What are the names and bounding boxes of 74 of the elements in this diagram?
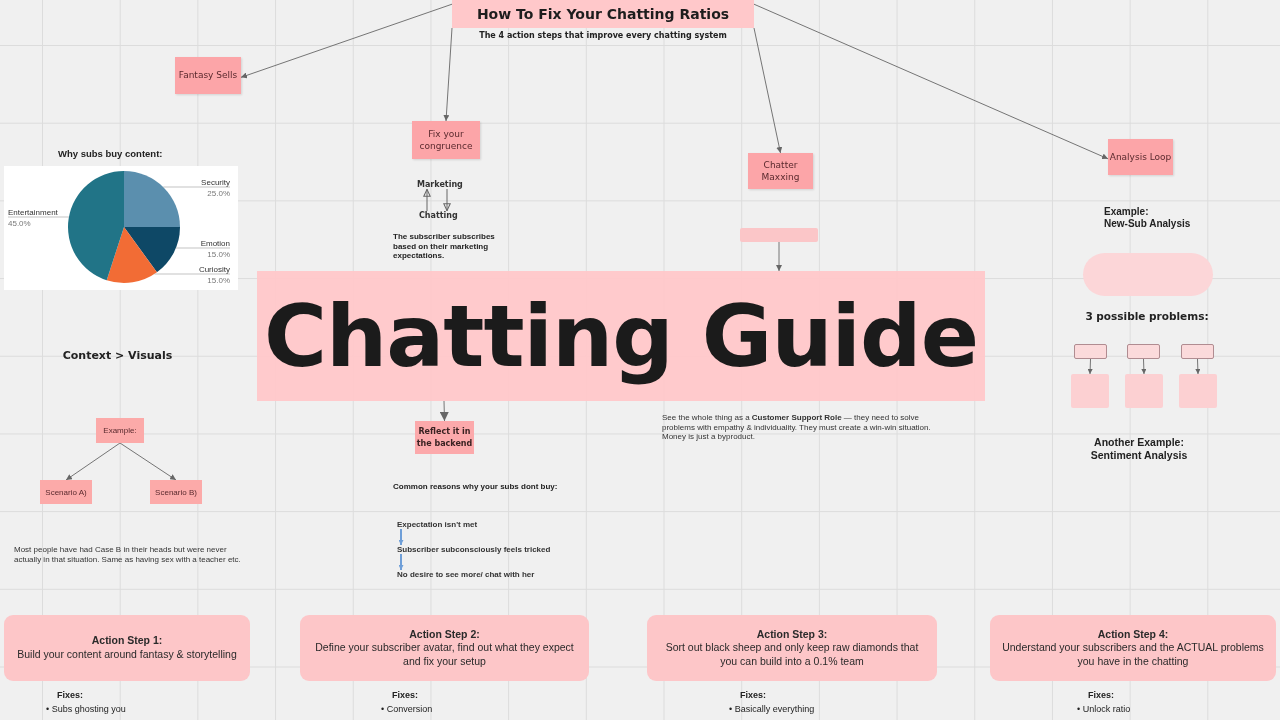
banner-title: Chatting Guide bbox=[264, 288, 978, 384]
arrow bbox=[398, 553, 404, 571]
step-description: Understand your subscribers and the ACTUAL problems you have in the chatting bbox=[1001, 641, 1265, 669]
step-heading: Action Step 2: bbox=[409, 627, 480, 642]
answer-box bbox=[1179, 374, 1217, 408]
problem-box bbox=[1074, 344, 1107, 359]
box-label: Scenario B) bbox=[155, 487, 197, 497]
note-box bbox=[740, 228, 818, 242]
answer-box bbox=[1071, 374, 1109, 408]
fixes-heading: Fixes: bbox=[740, 690, 766, 701]
flow-text: Marketing bbox=[417, 180, 463, 189]
fix-list-item: • Conversion bbox=[381, 704, 433, 715]
note-text: The subscriber subscribes based on their marketing expectations. bbox=[393, 232, 496, 261]
problem-box bbox=[1181, 344, 1214, 359]
value-label: 15.0% bbox=[207, 275, 230, 285]
topic-label: Chatter Maxxing bbox=[760, 158, 801, 184]
example-box bbox=[96, 418, 144, 443]
topic-box bbox=[412, 121, 480, 159]
step-description: Define your subscriber avatar, find out what they expect and fix your setup bbox=[314, 641, 575, 669]
problem-box bbox=[1127, 344, 1160, 359]
arrow bbox=[443, 188, 451, 212]
title-text: How To Fix Your Chatting Ratios bbox=[476, 6, 730, 22]
box-label: Scenario A) bbox=[45, 487, 87, 497]
fixes-heading: Fixes: bbox=[57, 690, 83, 701]
box-label: Example: bbox=[103, 426, 137, 435]
category-label: Curiosity bbox=[198, 265, 230, 274]
section-heading: Common reasons why your subs dont buy: bbox=[393, 482, 558, 492]
fix-list-item: • Basically everything bbox=[729, 704, 815, 715]
note-text: Most people have had Case B in their heads but were never actually in that situation. Same as having sex with a teacher etc. bbox=[14, 545, 242, 565]
step-heading: Action Step 4: bbox=[1097, 627, 1169, 642]
fixes-heading: Fixes: bbox=[392, 690, 418, 701]
step-description: Sort out black sheep and only keep raw diamonds that you can build into a 0.1% team bbox=[664, 641, 920, 669]
step-description: Build your content around fantasy & storytelling bbox=[17, 648, 237, 662]
note-text: See the whole thing as a Customer Support Role — they need to solve problems with empathy & individuality. They must create a win-win situation. Money is just a byproduct. bbox=[662, 413, 932, 442]
section-heading: Another Example: Sentiment Analysis bbox=[1089, 436, 1189, 462]
topic-label: Fix your congruence bbox=[418, 127, 474, 153]
title-box bbox=[452, 0, 754, 28]
arrow bbox=[398, 528, 404, 546]
flow-text: Chatting bbox=[419, 211, 458, 220]
example-box bbox=[150, 480, 202, 504]
category-label: Emotion bbox=[200, 239, 230, 248]
section-heading: Context > Visuals bbox=[61, 349, 174, 363]
action-step-card bbox=[4, 615, 250, 681]
fix-list-item: • Subs ghosting you bbox=[46, 704, 126, 715]
step-heading: Action Step 3: bbox=[756, 627, 828, 642]
action-step-card bbox=[647, 615, 937, 681]
category-label: Security bbox=[201, 178, 230, 187]
fix-list-item: • Unlock ratio bbox=[1077, 704, 1131, 715]
value-label: 45.0% bbox=[8, 218, 31, 228]
fixes-heading: Fixes: bbox=[1088, 690, 1114, 701]
value-label: 25.0% bbox=[207, 188, 230, 198]
answer-box bbox=[1125, 374, 1163, 408]
section-heading: 3 possible problems: bbox=[1084, 310, 1210, 323]
topic-label: Analysis Loop bbox=[1109, 150, 1172, 164]
topic-box bbox=[175, 57, 241, 94]
value-label: 15.0% bbox=[207, 249, 230, 259]
flow-text: Expectation isn't met bbox=[397, 520, 478, 529]
topic-label: Reflect it in the backend bbox=[415, 425, 474, 450]
action-step-card bbox=[300, 615, 589, 681]
note-pill bbox=[1083, 253, 1213, 296]
example-box bbox=[40, 480, 92, 504]
caption-text: The 4 action steps that improve every chatting system bbox=[478, 31, 728, 40]
title-banner bbox=[257, 271, 985, 401]
flow-text: Subscriber subconsciously feels tricked bbox=[397, 545, 551, 554]
step-heading: Action Step 1: bbox=[91, 634, 163, 648]
flow-text: No desire to see more/ chat with her bbox=[397, 570, 535, 579]
arrow bbox=[423, 188, 431, 212]
category-label: Entertainment bbox=[8, 208, 58, 217]
action-step-card bbox=[990, 615, 1276, 681]
section-heading: Example: New-Sub Analysis bbox=[1104, 206, 1192, 230]
topic-box bbox=[748, 153, 813, 189]
chart-title: Why subs buy content: bbox=[58, 148, 163, 160]
topic-label: Fantasy Sells bbox=[178, 69, 238, 82]
topic-box bbox=[1108, 139, 1173, 175]
